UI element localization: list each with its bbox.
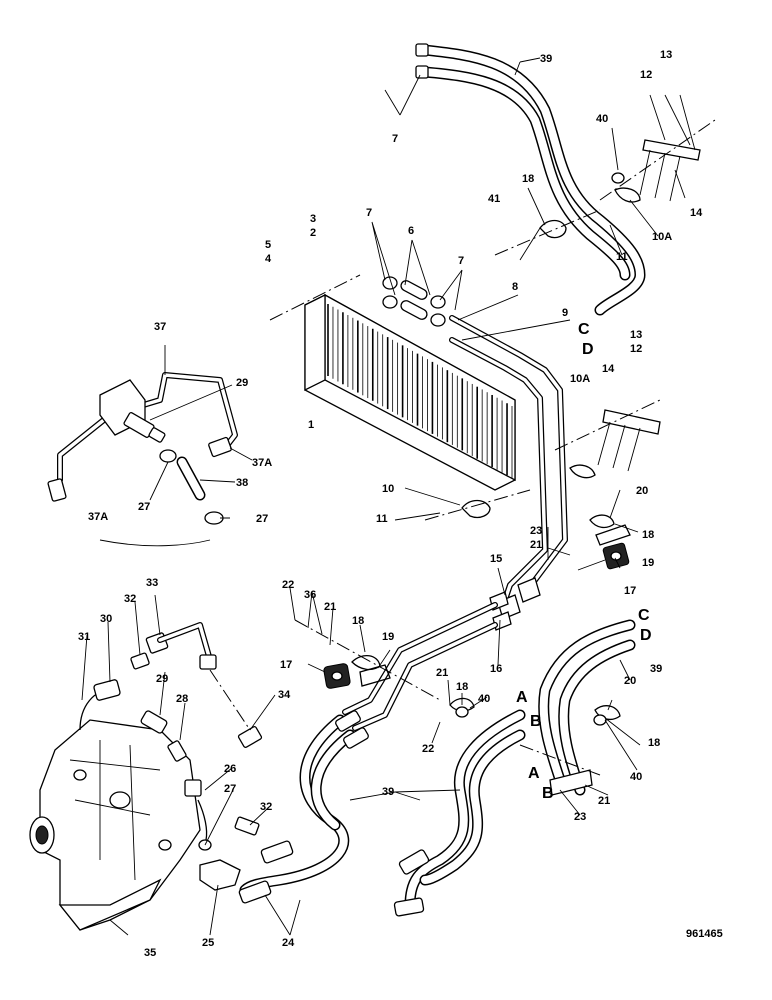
lower-hose-bracket — [554, 399, 661, 479]
label-20-lower: 20 — [624, 675, 636, 687]
label-29-pump: 29 — [156, 673, 168, 685]
clamp-lower-right — [449, 697, 621, 796]
label-D-top: D — [582, 341, 594, 358]
label-28: 28 — [176, 693, 188, 705]
label-21-top: 21 — [324, 601, 336, 613]
label-A-upper: A — [516, 689, 528, 706]
label-23-lower: 23 — [574, 811, 586, 823]
callout-labels: 39 13 12 7 40 18 41 14 10A 11 3 2 7 6 7 … — [78, 49, 723, 959]
lower-hose-end-fittings — [238, 710, 430, 917]
label-B-lower: B — [542, 785, 554, 802]
label-18-lower-right: 18 — [648, 737, 660, 749]
label-30: 30 — [100, 613, 112, 625]
label-40-lower: 40 — [478, 693, 490, 705]
label-27-pump: 27 — [224, 783, 236, 795]
label-15: 15 — [490, 553, 502, 565]
label-37: 37 — [154, 321, 166, 333]
label-38: 38 — [236, 477, 248, 489]
label-19-right: 19 — [642, 557, 654, 569]
drawing-number: 961465 — [686, 928, 723, 940]
oil-cooler — [269, 274, 516, 491]
label-C-top: C — [578, 321, 590, 338]
label-16: 16 — [490, 663, 502, 675]
label-18-mid: 18 — [352, 615, 364, 627]
upper-hose-assembly — [415, 43, 646, 316]
label-27-inset-right: 27 — [256, 513, 268, 525]
label-2: 2 — [310, 227, 316, 239]
label-22-lower: 22 — [422, 743, 434, 755]
label-40-right: 40 — [630, 771, 642, 783]
label-27-inset-left: 27 — [138, 501, 150, 513]
label-29-inset: 29 — [236, 377, 248, 389]
label-21-right: 21 — [598, 795, 610, 807]
label-10A-lower: 10A — [570, 373, 590, 385]
upper-hose-bracket — [599, 119, 716, 203]
label-C-lower: C — [638, 607, 650, 624]
label-3: 3 — [310, 213, 316, 225]
label-36: 36 — [304, 589, 316, 601]
label-17-mid: 17 — [280, 659, 292, 671]
label-22-top: 22 — [282, 579, 294, 591]
label-A-lower: A — [528, 765, 540, 782]
label-9: 9 — [562, 307, 568, 319]
hose-sleeves-and-clips — [382, 276, 446, 327]
label-14-lower: 14 — [602, 363, 615, 375]
label-26: 26 — [224, 763, 236, 775]
label-21-mid: 21 — [530, 539, 542, 551]
rigid-pipes-21-22 — [294, 602, 498, 731]
label-34: 34 — [278, 689, 291, 701]
label-21-lower: 21 — [436, 667, 448, 679]
label-18-lower: 18 — [456, 681, 468, 693]
clamp-18-upper — [494, 209, 601, 256]
label-8: 8 — [512, 281, 518, 293]
label-23-mid: 23 — [530, 525, 542, 537]
label-B-upper: B — [530, 713, 542, 730]
label-18-top: 18 — [522, 173, 534, 185]
label-39-top: 39 — [540, 53, 552, 65]
label-39-lower: 39 — [382, 786, 394, 798]
clamp-block-middle — [323, 655, 391, 689]
label-12-top: 12 — [640, 69, 652, 81]
label-37A-right: 37A — [252, 457, 272, 469]
label-32-top: 32 — [124, 593, 136, 605]
label-24: 24 — [282, 937, 295, 949]
label-D-lower: D — [640, 627, 652, 644]
label-5: 5 — [265, 239, 271, 251]
label-13-top: 13 — [660, 49, 672, 61]
label-13-lower: 13 — [630, 329, 642, 341]
label-7-mid-left: 7 — [366, 207, 372, 219]
label-12-lower: 12 — [630, 343, 642, 355]
hydraulic-pump — [29, 719, 201, 931]
label-35: 35 — [144, 947, 156, 959]
label-10: 10 — [382, 483, 394, 495]
label-39-right: 39 — [650, 663, 662, 675]
label-17-right: 17 — [624, 585, 636, 597]
inset-pipe-detail — [47, 372, 238, 547]
label-40-top: 40 — [596, 113, 608, 125]
label-4: 4 — [265, 253, 272, 265]
label-33: 33 — [146, 577, 158, 589]
label-41: 41 — [488, 193, 500, 205]
label-32-lower: 32 — [260, 801, 272, 813]
label-14-top: 14 — [690, 207, 703, 219]
label-11-lower: 11 — [376, 513, 388, 525]
label-7-mid-right: 7 — [458, 255, 464, 267]
label-19-mid: 19 — [382, 631, 394, 643]
leader-lines — [81, 57, 696, 936]
pump-fittings — [79, 622, 263, 891]
label-6: 6 — [408, 225, 414, 237]
label-1: 1 — [308, 419, 314, 431]
label-11-top: 11 — [616, 251, 628, 263]
label-37A-left: 37A — [88, 511, 108, 523]
label-7-top: 7 — [392, 133, 398, 145]
label-10A-top: 10A — [652, 231, 672, 243]
label-20-right: 20 — [636, 485, 648, 497]
label-31: 31 — [78, 631, 90, 643]
clamp-block-right — [589, 514, 631, 570]
label-25: 25 — [202, 937, 214, 949]
clamp-10-bracket-11 — [424, 489, 531, 521]
label-18-right: 18 — [642, 529, 654, 541]
